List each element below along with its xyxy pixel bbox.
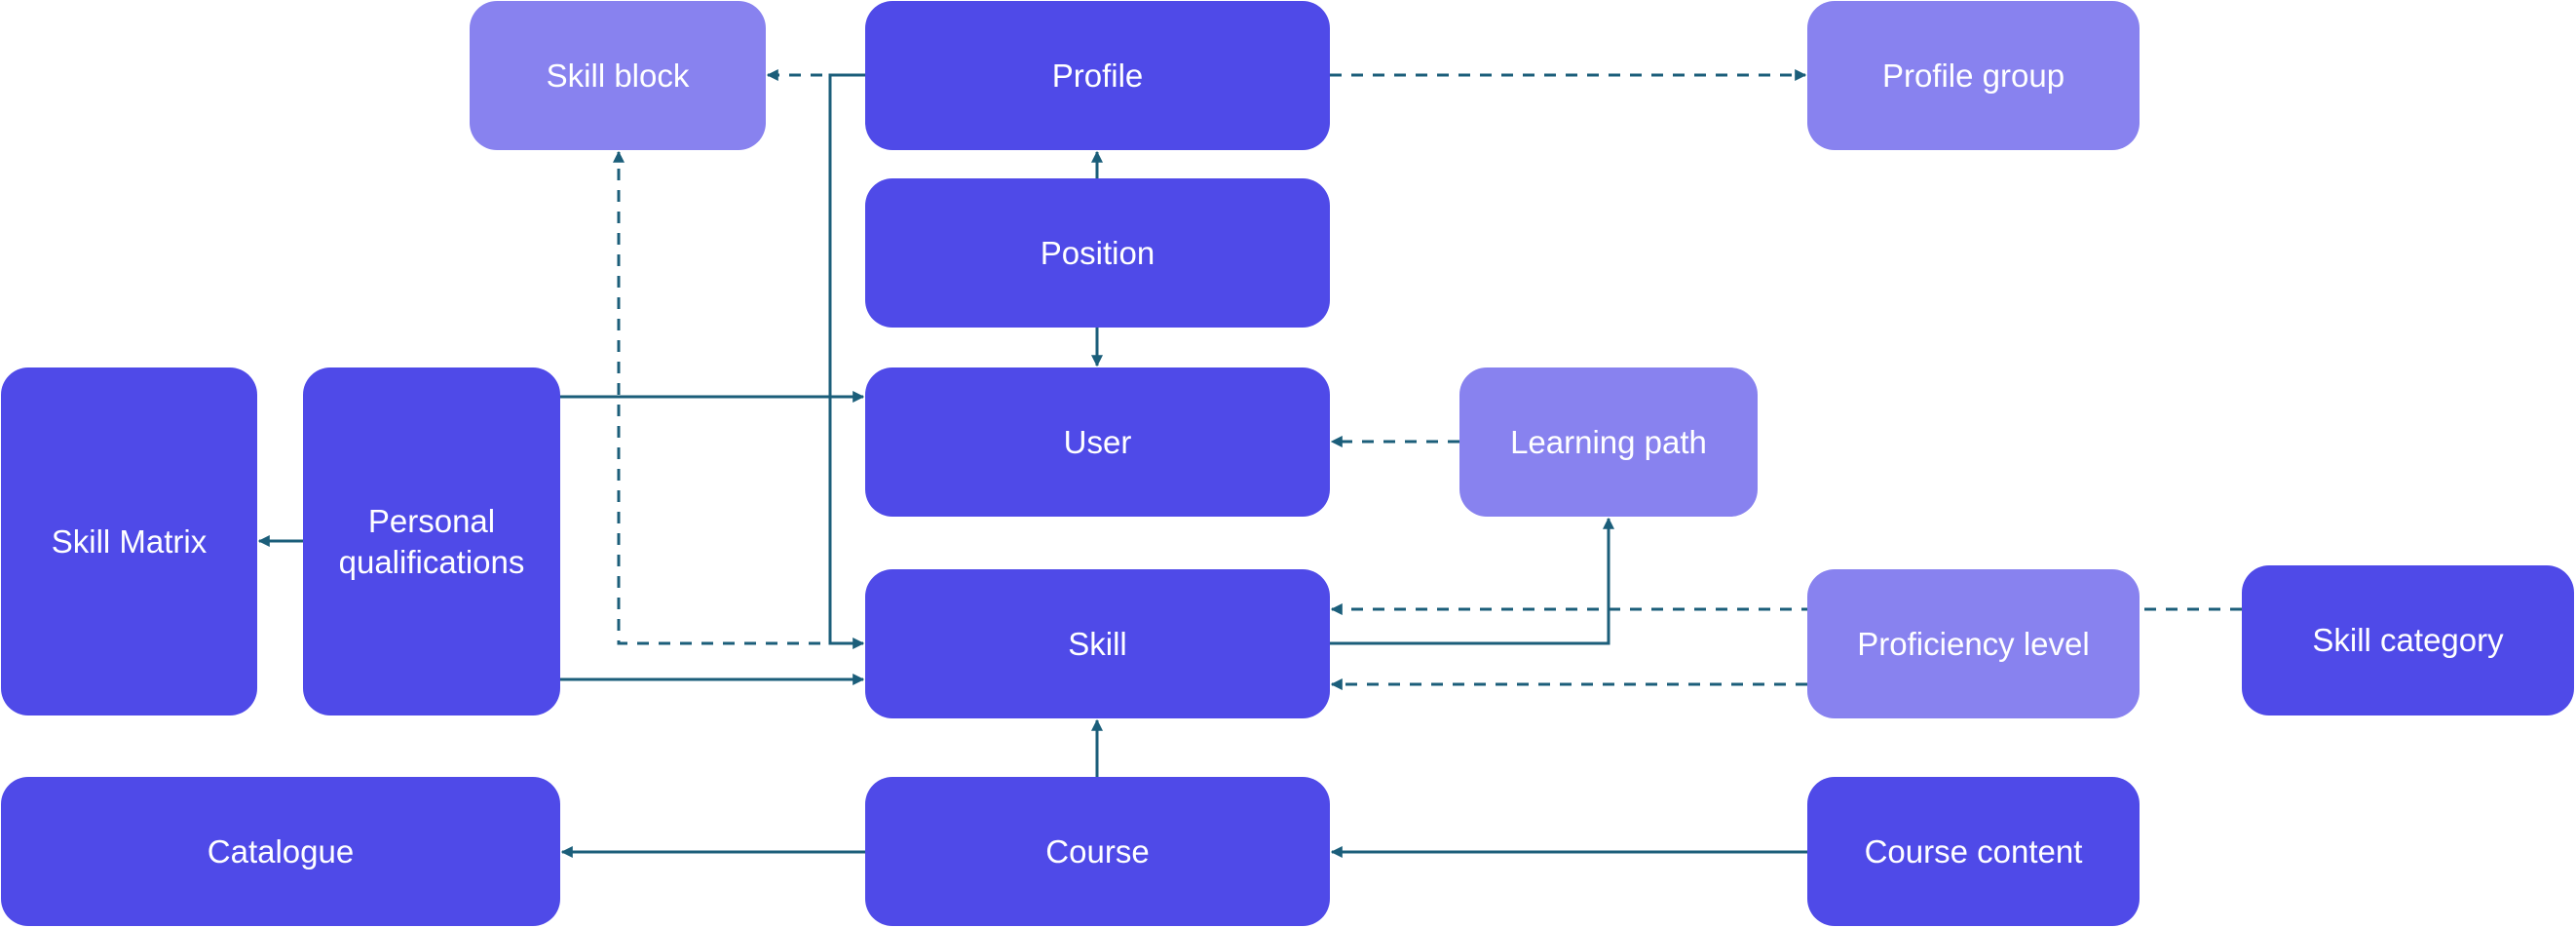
node-label: User bbox=[1063, 423, 1132, 460]
node-label: Course content bbox=[1864, 832, 2083, 870]
node-course[interactable]: Course bbox=[865, 777, 1330, 926]
node-label: Profile bbox=[1051, 57, 1144, 94]
node-learning-path[interactable]: Learning path bbox=[1459, 367, 1758, 517]
node-personal-qualifications[interactable]: Personal qualifications bbox=[303, 367, 560, 715]
node-course-content[interactable]: Course content bbox=[1807, 777, 2140, 926]
node-label: Course bbox=[1045, 832, 1150, 870]
node-proficiency-level[interactable]: Proficiency level bbox=[1807, 569, 2140, 718]
node-skill[interactable]: Skill bbox=[865, 569, 1330, 718]
connector-skill-to-skill-block bbox=[613, 150, 863, 645]
node-label: Skill block bbox=[546, 57, 690, 94]
connector-skill-to-learning-path bbox=[1330, 517, 1614, 645]
node-profile[interactable]: Profile bbox=[865, 1, 1330, 150]
node-label: Personal qualifications bbox=[338, 502, 525, 580]
node-label: Skill Matrix bbox=[51, 522, 208, 560]
node-skill-block[interactable]: Skill block bbox=[470, 1, 766, 150]
node-skill-category[interactable]: Skill category bbox=[2242, 565, 2574, 715]
node-catalogue[interactable]: Catalogue bbox=[1, 777, 560, 926]
connector-profile-to-skill bbox=[828, 73, 865, 649]
node-label: Learning path bbox=[1510, 423, 1707, 460]
node-label: Skill category bbox=[2312, 622, 2504, 658]
node-label: Catalogue bbox=[207, 832, 355, 870]
node-skill-matrix[interactable]: Skill Matrix bbox=[1, 367, 257, 715]
node-profile-group[interactable]: Profile group bbox=[1807, 1, 2140, 150]
node-label: Position bbox=[1040, 234, 1155, 271]
node-user[interactable]: User bbox=[865, 367, 1330, 517]
node-position[interactable]: Position bbox=[865, 178, 1330, 328]
node-label: Proficiency level bbox=[1857, 625, 2090, 662]
node-label: Profile group bbox=[1881, 57, 2065, 94]
node-label: Skill bbox=[1068, 625, 1127, 662]
